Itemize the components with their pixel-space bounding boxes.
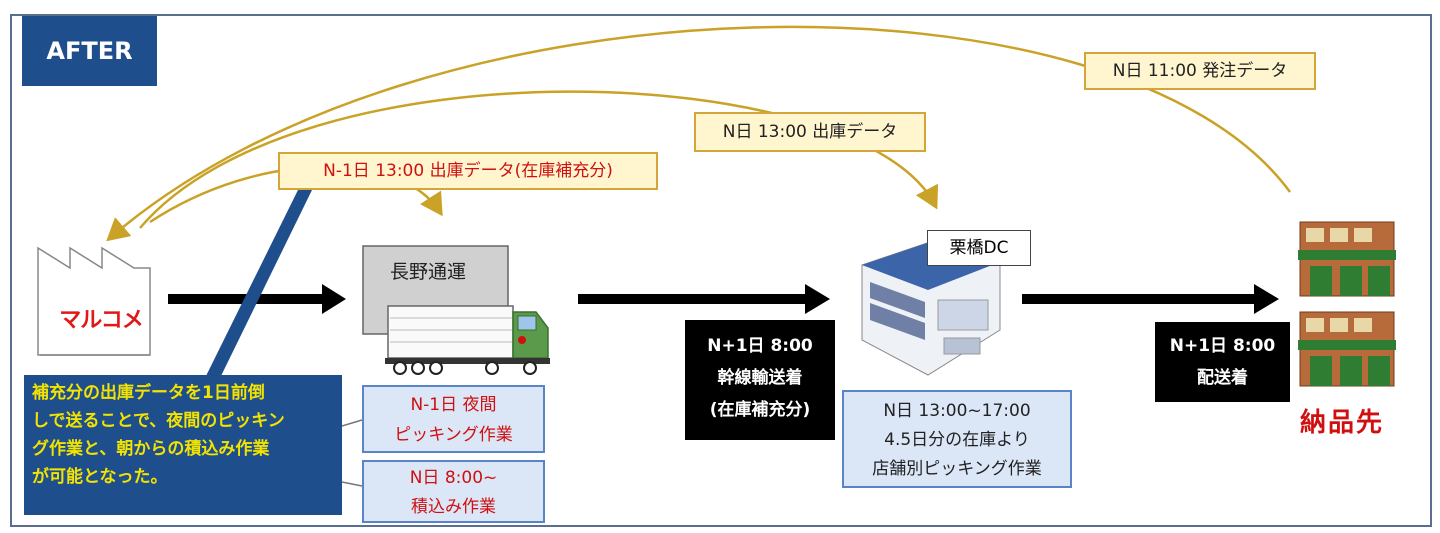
trunk-line2: 幹線輸送着 xyxy=(717,368,803,388)
carrier-name: 長野通運 xyxy=(390,261,467,283)
factory-icon xyxy=(37,246,151,356)
dc-task-line3: 店舗別ピッキング作業 xyxy=(872,459,1042,479)
explanation-note: 補充分の出庫データを1日前倒 しで送ることで、夜間のピッキン グ作業と、朝からの… xyxy=(24,375,342,515)
order-data-label: N日 11:00 発注データ xyxy=(1084,52,1316,90)
delivery-arrival-box: N+1日 8:00 配送着 xyxy=(1155,322,1290,402)
warehouse-icon xyxy=(861,241,1001,376)
store-icon xyxy=(1298,221,1396,297)
diagram-frame xyxy=(10,14,1432,527)
loading-box: N日 8:00~ 積込み作業 xyxy=(362,460,545,523)
flow-arrow-dc-dest xyxy=(1022,284,1279,314)
delivery-line1: N+1日 8:00 xyxy=(1169,336,1276,356)
dc-data-label: N日 13:00 出庫データ xyxy=(694,112,926,152)
store-icon xyxy=(1298,311,1396,387)
trunk-arrival-box: N+1日 8:00 幹線輸送着 (在庫補充分) xyxy=(685,320,835,440)
truck-icon xyxy=(362,245,550,375)
trunk-line1: N+1日 8:00 xyxy=(707,336,813,356)
note-pointer xyxy=(205,190,312,378)
after-tag: AFTER xyxy=(22,16,157,86)
night-picking-box: N-1日 夜間 ピッキング作業 xyxy=(362,385,545,453)
dc-task-line1: N日 13:00~17:00 xyxy=(883,401,1031,421)
order-data-arc xyxy=(106,25,1292,242)
delivery-line2: 配送着 xyxy=(1197,368,1248,388)
loading-line2: 積込み作業 xyxy=(411,497,496,517)
flow-arrow-truck-dc xyxy=(578,284,830,314)
night-picking-line1: N-1日 夜間 xyxy=(410,395,497,415)
night-picking-line2: ピッキング作業 xyxy=(394,425,513,445)
trunk-line3: (在庫補充分) xyxy=(709,400,811,420)
hub-name: 栗橋DC xyxy=(927,230,1031,266)
loading-line1: N日 8:00~ xyxy=(409,468,498,488)
dc-task-line2: 4.5日分の在庫より xyxy=(884,430,1030,450)
dc-picking-box: N日 13:00~17:00 4.5日分の在庫より 店舗別ピッキング作業 xyxy=(842,390,1072,488)
replenish-data-label: N-1日 13:00 出庫データ(在庫補充分) xyxy=(278,152,658,190)
marukome-logo: マルコメ xyxy=(59,308,144,333)
destination-label: 納品先 xyxy=(1300,408,1385,438)
